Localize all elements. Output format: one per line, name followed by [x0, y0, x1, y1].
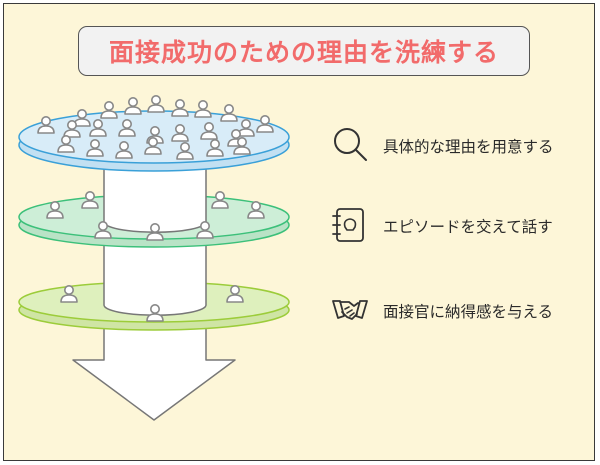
item-label-3: 面接官に納得感を与える — [383, 303, 554, 321]
arrow-shape — [72, 324, 236, 421]
magnifier-icon — [330, 124, 370, 168]
handshake-icon — [330, 290, 370, 334]
title-box: 面接成功のための理由を洗練する — [78, 26, 530, 76]
notebook-icon — [330, 205, 370, 249]
item-label-1: 具体的な理由を用意する — [383, 138, 554, 156]
cylinder-lower — [103, 239, 207, 316]
item-label-2: エピソードを交えて話す — [383, 218, 553, 236]
diagram-title: 面接成功のための理由を洗練する — [108, 38, 499, 67]
